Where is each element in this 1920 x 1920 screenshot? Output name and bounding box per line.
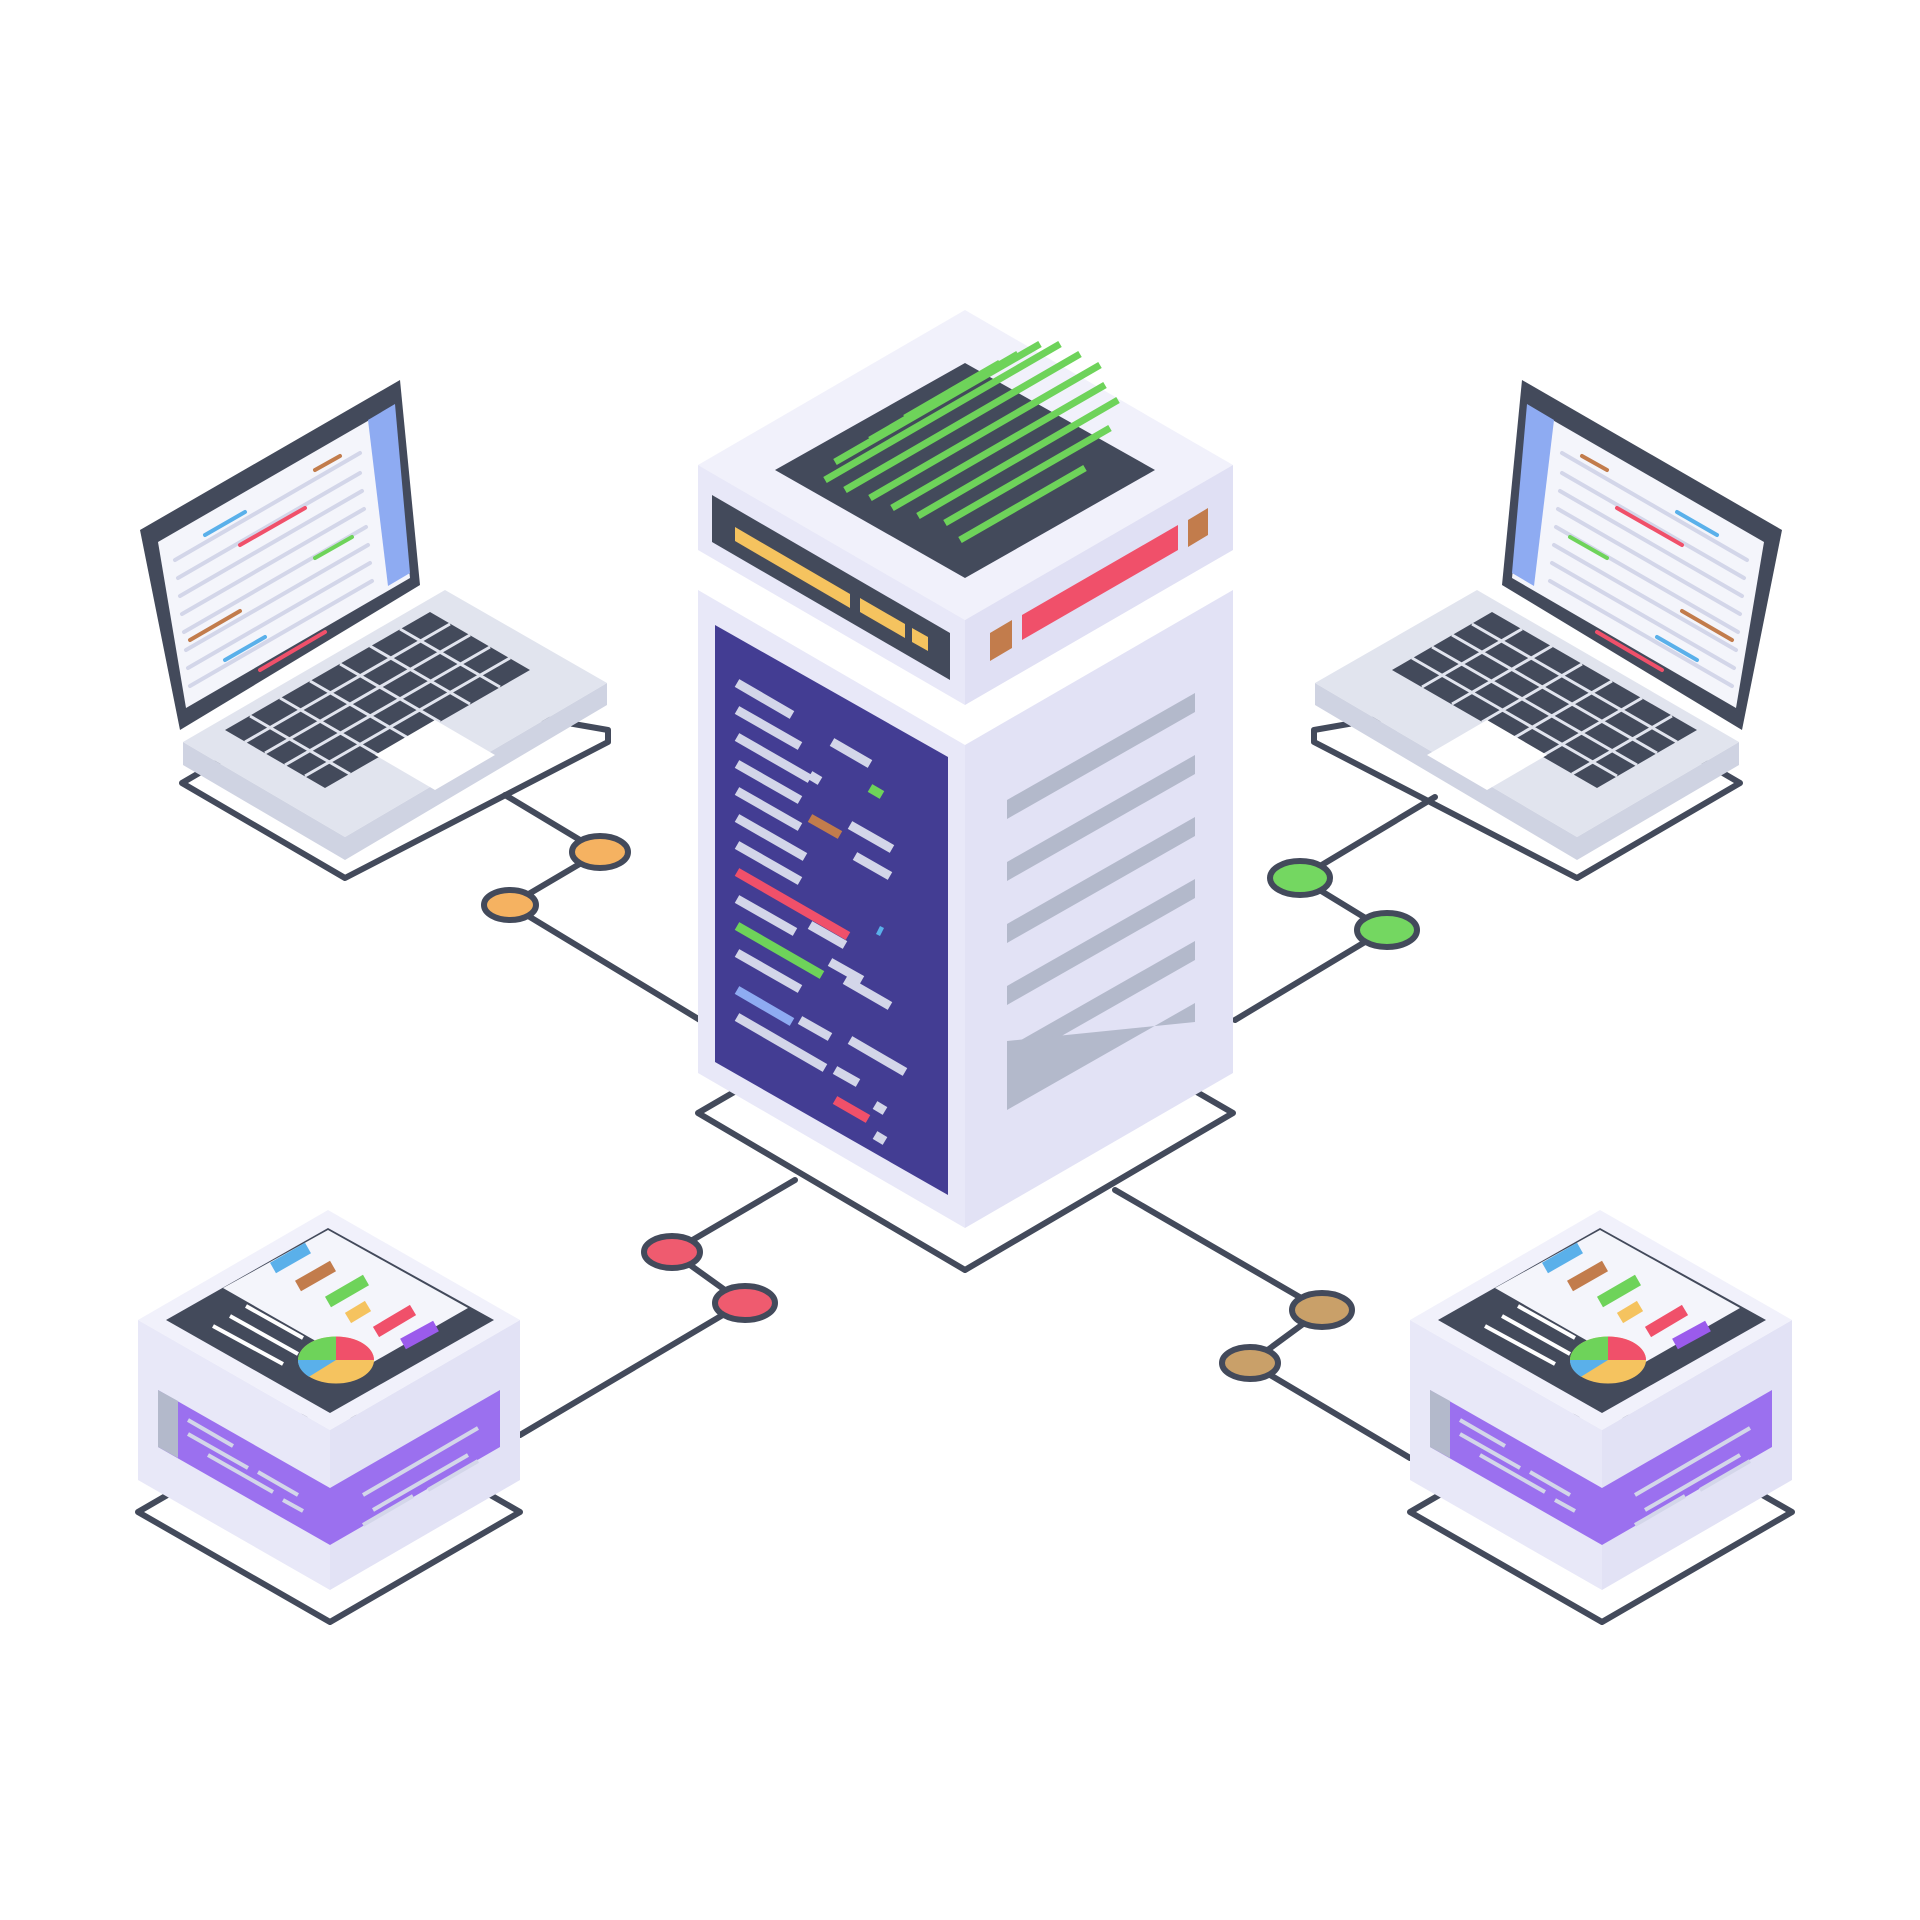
device-right-text-lines xyxy=(1484,1304,1576,1366)
laptop-left-text xyxy=(173,451,374,688)
laptop-left-sidebar xyxy=(368,404,410,586)
device-right-band-lines xyxy=(1458,1418,1752,1527)
server-cap-yellow-bar-2 xyxy=(860,598,905,638)
laptop-right-trackpad xyxy=(1427,720,1547,790)
device-left-text-lines xyxy=(212,1304,304,1366)
connection-node-icon xyxy=(641,1233,703,1271)
device-right-band-right xyxy=(1602,1390,1772,1545)
laptop-right-keys xyxy=(1411,622,1678,778)
connection-node-icon xyxy=(712,1283,778,1323)
connection-node-icon xyxy=(1219,1344,1281,1382)
connection-node-icon xyxy=(1289,1290,1355,1330)
server-body-right xyxy=(965,590,1233,1228)
server-cap-yellow-bar-3 xyxy=(912,628,928,651)
device-right-pie xyxy=(1569,1336,1646,1384)
server-cap-brown-block xyxy=(990,620,1012,661)
server-top-screen xyxy=(775,363,1155,578)
laptop-left-trackpad xyxy=(375,720,495,790)
connection-device-right xyxy=(1112,1187,1413,1461)
connection-node-icon xyxy=(1267,858,1333,898)
connection-device-left xyxy=(517,1177,798,1438)
device-left-band-lines xyxy=(186,1418,480,1527)
laptop-icon xyxy=(140,380,611,881)
laptop-icon xyxy=(1311,380,1782,881)
connection-node-icon xyxy=(569,833,631,871)
server-icon xyxy=(695,310,1236,1273)
laptop-right-sidebar xyxy=(1512,404,1554,586)
server-vents xyxy=(1007,693,1195,1110)
laptop-left-keys xyxy=(244,622,511,778)
device-left-band-shadow xyxy=(158,1390,178,1458)
laptop-right-text xyxy=(1548,451,1749,688)
server-cap-yellow-bar xyxy=(735,527,850,608)
server-top-code xyxy=(823,340,1120,544)
device-left-pie xyxy=(297,1336,374,1384)
device-right-band-shadow xyxy=(1430,1390,1450,1458)
server-rack-code xyxy=(734,679,908,1145)
device-left-bars xyxy=(270,1242,439,1350)
connection-nodes xyxy=(481,833,1420,1382)
connections xyxy=(502,792,1438,1461)
connection-laptop-left xyxy=(502,792,703,1023)
device-right-bars xyxy=(1542,1242,1711,1350)
laptop-right-base-side xyxy=(1315,683,1739,860)
dashboard-device-icon xyxy=(1407,1210,1795,1625)
connection-node-icon xyxy=(1354,910,1420,950)
connection-node-icon xyxy=(481,887,539,923)
server-cap-brown-block-2 xyxy=(1188,508,1208,547)
connection-laptop-right xyxy=(1232,794,1438,1023)
laptop-left-base-side xyxy=(183,683,607,860)
device-left-band-right xyxy=(330,1390,500,1545)
server-rack-front xyxy=(715,625,948,1195)
dashboard-device-icon xyxy=(135,1210,523,1625)
server-cap-red-bar xyxy=(1022,525,1178,640)
